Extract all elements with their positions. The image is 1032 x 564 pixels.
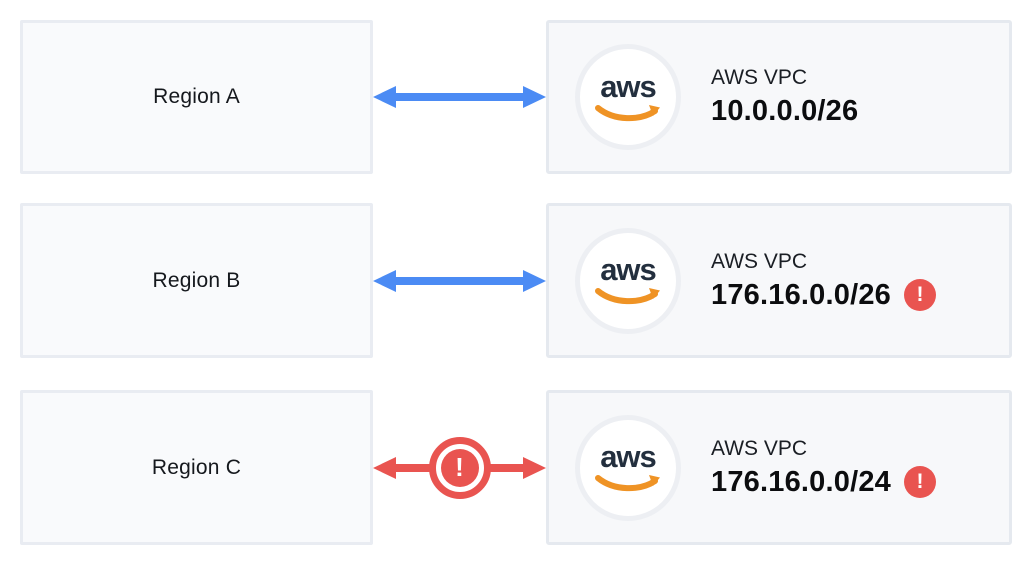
aws-vpc-card-c: aws AWS VPC 176.16.0.0/24 ! [546, 390, 1012, 545]
warning-icon: ! [903, 466, 936, 498]
region-c-label: Region C [151, 455, 242, 479]
vpc-info: AWS VPC 10.0.0.0/26 [711, 66, 858, 128]
arrow-left-head [373, 269, 396, 292]
arrow-right-head [523, 456, 546, 479]
warning-icon: ! [903, 279, 936, 311]
vpc-cidr-line: 176.16.0.0/24 ! [711, 466, 936, 499]
aws-logo-icon: aws [575, 227, 681, 334]
arrow-right-head [523, 86, 546, 108]
arrow-right-head [523, 269, 546, 292]
vpc-cidr: 176.16.0.0/26 [711, 278, 891, 311]
aws-logo-icon: aws [575, 414, 681, 521]
aws-smile-icon [595, 288, 660, 305]
vpc-cidr-line: 10.0.0.0/26 [711, 95, 858, 128]
vpc-cidr-line: 176.16.0.0/26 ! [711, 279, 936, 312]
region-a-box: Region A [20, 20, 373, 174]
arrow-shaft [396, 93, 523, 101]
vpc-provider-label: AWS VPC [711, 249, 808, 273]
connection-c: ! [373, 390, 546, 545]
region-c-box: Region C [20, 390, 373, 545]
aws-logo-icon: aws [575, 44, 681, 150]
vpc-provider-label: AWS VPC [711, 66, 808, 89]
diagram-row-region-c: Region C ! aws AWS VPC [20, 390, 1012, 545]
vpc-info: AWS VPC 176.16.0.0/26 ! [711, 250, 936, 312]
arrow-shaft [396, 276, 523, 285]
double-arrow-icon [373, 269, 546, 292]
region-a-label: Region A [153, 85, 240, 108]
region-b-label: Region B [152, 268, 241, 292]
vpc-info: AWS VPC 176.16.0.0/24 ! [711, 437, 936, 499]
connection-b [373, 203, 546, 358]
warning-exclamation: ! [440, 448, 479, 487]
connection-warning-icon: ! [428, 436, 491, 499]
arrow-left-head [373, 86, 396, 108]
arrow-left-head [373, 456, 396, 479]
aws-vpc-card-b: aws AWS VPC 176.16.0.0/26 ! [546, 203, 1012, 358]
vpc-cidr: 10.0.0.0/26 [711, 95, 859, 127]
vpc-cidr: 176.16.0.0/24 [711, 465, 891, 498]
aws-logo-text: aws [600, 439, 657, 474]
aws-vpc-card-a: aws AWS VPC 10.0.0.0/26 [546, 20, 1012, 174]
diagram-row-region-a: Region A aws AWS VPC 10.0.0.0/26 [20, 20, 1012, 174]
aws-logo-text: aws [600, 252, 657, 287]
diagram-row-region-b: Region B aws AWS VPC 176.16.0.0/26 [20, 203, 1012, 358]
aws-logo-text: aws [600, 68, 657, 104]
vpc-provider-label: AWS VPC [711, 436, 808, 460]
region-b-box: Region B [20, 203, 373, 358]
aws-smile-icon [595, 104, 660, 121]
double-arrow-icon [373, 86, 546, 108]
connection-a [373, 20, 546, 174]
aws-smile-icon [595, 475, 660, 492]
